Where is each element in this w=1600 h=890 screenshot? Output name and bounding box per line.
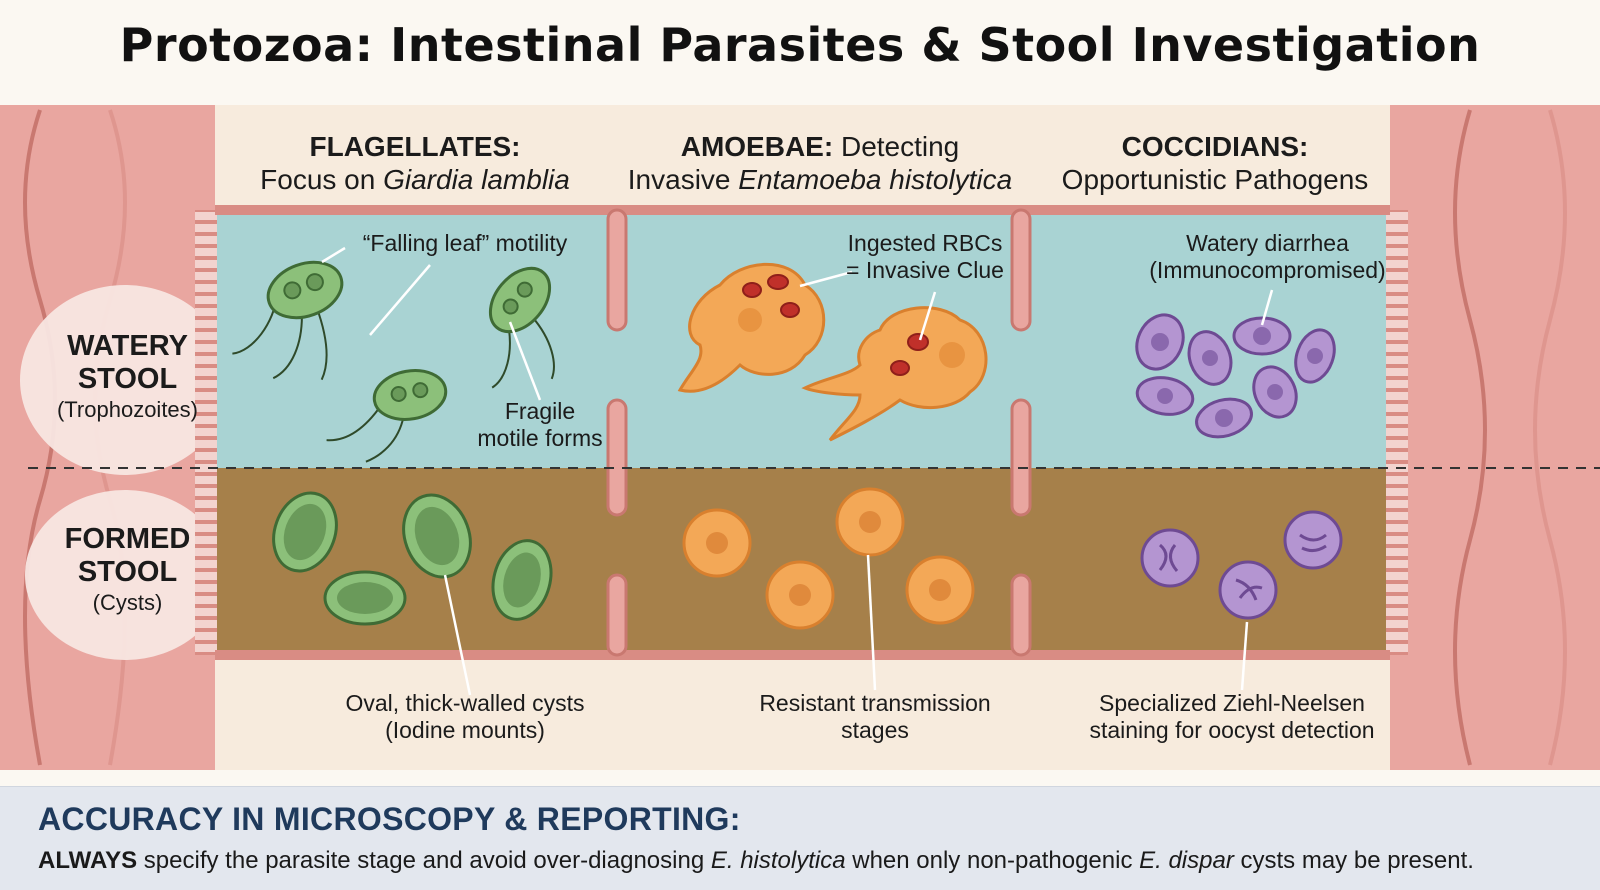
- cyst-line2: (Iodine mounts): [385, 717, 545, 743]
- zn-stain-annotation: Specialized Ziehl-Neelsen staining for o…: [1062, 690, 1402, 744]
- resistant-annotation: Resistant transmission stages: [735, 690, 1015, 744]
- amoebae-sub-italic: Entamoeba histolytica: [738, 164, 1013, 195]
- accuracy-footer: ACCURACY IN MICROSCOPY & REPORTING: ALWA…: [0, 786, 1600, 890]
- watery-line1: WATERY: [67, 330, 188, 362]
- footer-text-3: cysts may be present.: [1233, 847, 1474, 874]
- watery-line2: STOOL: [77, 363, 178, 395]
- coccidians-label: COCCIDIANS:: [1121, 131, 1309, 162]
- footer-title: ACCURACY IN MICROSCOPY & REPORTING:: [38, 801, 741, 837]
- coccidians-header: COCCIDIANS: Opportunistic Pathogens: [1040, 130, 1390, 196]
- formed-stool-label: FORMED STOOL (Cysts): [30, 523, 225, 616]
- giardia-cyst: [402, 493, 472, 579]
- zn-line1: Specialized Ziehl-Neelsen: [1099, 690, 1365, 716]
- lower-band: [215, 655, 1390, 770]
- amoeba-cyst: [682, 508, 752, 578]
- flagellates-sub-prefix: Focus on: [260, 164, 384, 195]
- fragile-annotation: Fragile motile forms: [455, 398, 625, 452]
- giardia-cyst: [272, 491, 338, 573]
- resistant-line2: stages: [841, 717, 909, 743]
- cyst-annotation: Oval, thick-walled cysts (Iodine mounts): [320, 690, 610, 744]
- amoebae-sub-prefix: Invasive: [627, 164, 739, 195]
- giardia-trophozoite: [232, 260, 344, 381]
- divider-2: [1010, 208, 1032, 657]
- footer-text: ALWAYS specify the parasite stage and av…: [38, 847, 1474, 875]
- giardia-cyst: [323, 570, 407, 626]
- footer-text-1: specify the parasite stage and avoid ove…: [137, 847, 711, 874]
- coccidian-oocyst-nuclei: [1151, 327, 1323, 427]
- flagellates-label: FLAGELLATES:: [309, 131, 521, 162]
- amoebae-header: AMOEBAE: Detecting Invasive Entamoeba hi…: [620, 130, 1020, 196]
- header-band: [215, 105, 1390, 210]
- coccidians-sub: Opportunistic Pathogens: [1061, 164, 1369, 195]
- leader-lines: [321, 246, 1274, 696]
- rbc-annotation: Ingested RBCs = Invasive Clue: [830, 230, 1020, 284]
- resistant-line1: Resistant transmission: [759, 690, 991, 716]
- intestine-diagram: [0, 105, 1600, 770]
- motility-annotation: “Falling leaf” motility: [362, 230, 568, 256]
- formed-line1: FORMED: [64, 523, 191, 555]
- rbc-line1: Ingested RBCs: [847, 230, 1003, 256]
- intestine-wall-right: [1390, 105, 1600, 770]
- footer-italic-1: E. histolytica: [710, 847, 846, 874]
- intestine-wall-left: [0, 105, 230, 770]
- villi-right: [1386, 210, 1408, 655]
- watery-diarrhea-annotation: Watery diarrhea (Immunocompromised): [1125, 230, 1410, 284]
- villi-left: [195, 210, 217, 655]
- amoeba-trophozoite: [677, 262, 826, 393]
- amoebae-label: AMOEBAE:: [680, 131, 834, 162]
- footer-text-2: when only non-pathogenic: [845, 847, 1140, 874]
- amoeba-cyst: [765, 560, 835, 630]
- zn-line2: staining for oocyst detection: [1089, 717, 1375, 743]
- formed-line2: STOOL: [77, 556, 178, 588]
- flagellates-sub-italic: Giardia lamblia: [383, 164, 570, 195]
- coccidian-oocyst-formed: [1140, 510, 1343, 620]
- watery-stool-label: WATERY STOOL (Trophozoites): [30, 330, 225, 423]
- divider-1: [606, 208, 628, 657]
- footer-italic-2: E. dispar: [1139, 847, 1234, 874]
- page-title: Protozoa: Intestinal Parasites & Stool I…: [119, 18, 1481, 72]
- footer-bold-lead: ALWAYS: [38, 847, 138, 874]
- amoeba-cyst: [905, 555, 975, 625]
- rbc-line2: = Invasive Clue: [846, 257, 1004, 283]
- mucosa-bottom: [215, 650, 1390, 660]
- mucosa-top: [215, 205, 1390, 215]
- fragile-line1: Fragile: [504, 398, 576, 424]
- watery-diarrhea-line2: (Immunocompromised): [1149, 257, 1386, 283]
- giardia-trophozoite: [326, 369, 448, 463]
- flagellates-header: FLAGELLATES: Focus on Giardia lamblia: [230, 130, 600, 196]
- amoeba-trophozoite: [801, 306, 988, 442]
- formed-sub: (Cysts): [92, 590, 163, 615]
- watery-sub: (Trophozoites): [56, 397, 198, 422]
- fragile-line2: motile forms: [477, 425, 603, 451]
- giardia-trophozoite: [488, 266, 555, 389]
- amoeba-cyst: [835, 487, 905, 557]
- giardia-cyst: [491, 539, 553, 621]
- amoebae-label-rest: Detecting: [833, 131, 960, 162]
- watery-diarrhea-line1: Watery diarrhea: [1186, 230, 1349, 256]
- cyst-line1: Oval, thick-walled cysts: [345, 690, 585, 716]
